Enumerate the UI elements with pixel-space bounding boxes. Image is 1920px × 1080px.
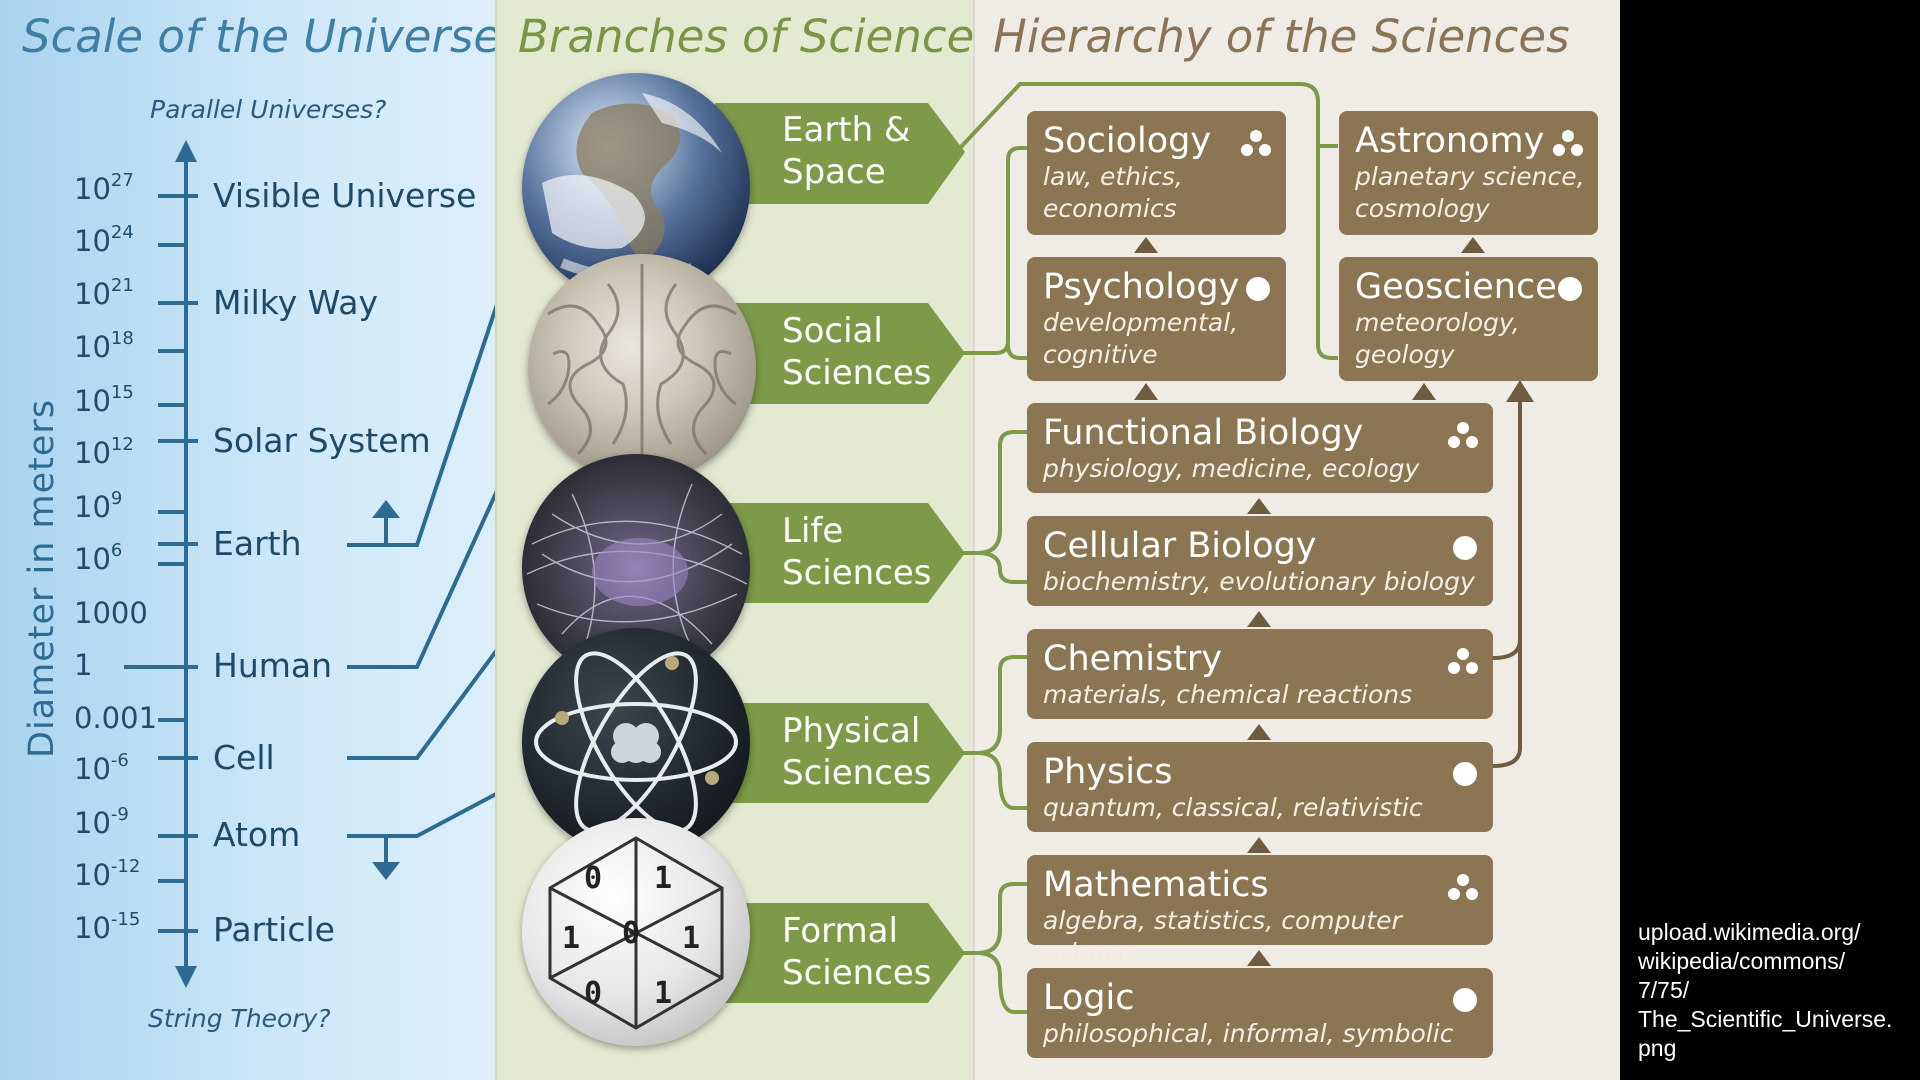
source-line: 7/75/ <box>1638 977 1690 1003</box>
tick-label: 106 <box>74 540 123 576</box>
tick-label: 1021 <box>74 275 134 311</box>
scale-object-label: Particle <box>213 910 335 949</box>
box-subtitle: philosophical, informal, symbolic <box>1043 1019 1454 1048</box>
tick-label: 10-6 <box>74 750 129 786</box>
functional-biology-box: Functional Biology physiology, medicine,… <box>1027 403 1493 493</box>
tick-label: 10-15 <box>74 909 141 945</box>
box-title: Sociology <box>1043 121 1212 161</box>
geoscience-box: Geoscience meteorology, geology <box>1339 257 1598 381</box>
box-title: Physics <box>1043 752 1173 792</box>
box-subtitle: materials, chemical reactions <box>1043 680 1413 709</box>
psychology-box: Psychology developmental, cognitive <box>1027 257 1286 381</box>
box-subtitle: biochemistry, evolutionary biology <box>1043 567 1475 596</box>
svg-text:0: 0 <box>584 976 602 1011</box>
cluster-icon <box>1241 130 1271 156</box>
box-title: Astronomy <box>1355 121 1545 161</box>
box-title: Cellular Biology <box>1043 526 1317 566</box>
chemistry-box: Chemistry materials, chemical reactions <box>1027 629 1493 719</box>
logic-box: Logic philosophical, informal, symbolic <box>1027 968 1493 1058</box>
tick-label: 1012 <box>74 434 134 470</box>
branch-arrows <box>715 103 965 1003</box>
scale-panel-title: Scale of the Universe <box>22 10 502 63</box>
scale-object-label: Atom <box>213 815 301 854</box>
scale-top-note: Parallel Universes? <box>150 95 387 124</box>
box-subtitle: cognitive <box>1043 340 1158 369</box>
branches-panel-title: Branches of Science <box>518 10 975 63</box>
svg-text:1: 1 <box>654 861 672 896</box>
box-title: Functional Biology <box>1043 413 1364 453</box>
scale-object-label: Earth <box>213 524 302 563</box>
box-subtitle: geology <box>1355 340 1455 369</box>
box-subtitle: economics <box>1043 194 1177 223</box>
source-line: png <box>1638 1035 1677 1061</box>
scale-axis <box>124 140 547 988</box>
scale-object-label: Human <box>213 646 333 685</box>
scale-object-label: Solar System <box>213 421 431 460</box>
dot-icon <box>1453 988 1477 1012</box>
sociology-box: Sociology law, ethics, economics <box>1027 111 1286 235</box>
source-line: The_Scientific_Universe. <box>1638 1006 1893 1032</box>
astronomy-box: Astronomy planetary science, cosmology <box>1339 111 1598 235</box>
source-line: upload.wikimedia.org/ <box>1638 919 1861 945</box>
svg-text:0: 0 <box>584 861 602 896</box>
source-attribution: upload.wikimedia.org/ wikipedia/commons/… <box>1638 918 1892 1063</box>
box-subtitle: meteorology, <box>1355 308 1520 337</box>
box-subtitle: cosmology <box>1355 194 1490 223</box>
box-subtitle: physiology, medicine, ecology <box>1043 454 1420 483</box>
tick-label: 10-9 <box>74 804 129 840</box>
hierarchy-connectors <box>928 82 1534 1014</box>
svg-text:1: 1 <box>654 976 672 1011</box>
tick-label: 1018 <box>74 328 134 364</box>
human-brain-image <box>528 254 756 482</box>
box-subtitle: planetary science, <box>1355 162 1585 191</box>
scale-bottom-note: String Theory? <box>148 1004 331 1033</box>
scale-object-label: Visible Universe <box>213 176 477 215</box>
scale-object-label: Cell <box>213 738 275 777</box>
box-subtitle: quantum, classical, relativistic <box>1043 793 1423 822</box>
box-title: Mathematics <box>1043 865 1269 905</box>
cluster-icon <box>1553 130 1583 156</box>
dot-icon <box>1246 277 1270 301</box>
dot-icon <box>1453 762 1477 786</box>
hierarchy-panel-title: Hierarchy of the Sciences <box>993 10 1570 63</box>
dot-icon <box>1558 277 1582 301</box>
mathematics-box: Mathematics algebra, statistics, compute… <box>1027 855 1493 967</box>
scale-object-label: Milky Way <box>213 283 379 322</box>
tick-label: 1000 <box>74 596 148 630</box>
cellular-biology-box: Cellular Biology biochemistry, evolution… <box>1027 516 1493 606</box>
box-title: Chemistry <box>1043 639 1223 679</box>
dot-icon <box>1453 536 1477 560</box>
cluster-icon <box>1448 648 1478 674</box>
tick-label: 1027 <box>74 170 134 206</box>
box-title: Psychology <box>1043 267 1240 307</box>
scale-panel <box>0 0 495 1080</box>
cluster-icon <box>1448 874 1478 900</box>
branch-label-earth-space: Earth &Space <box>782 110 911 192</box>
tick-label: 109 <box>74 488 123 524</box>
box-subtitle: developmental, <box>1043 308 1239 337</box>
cluster-icon <box>1448 422 1478 448</box>
scientific-universe-diagram: Scale of the Universe Parallel Universes… <box>0 0 1620 1080</box>
svg-text:1: 1 <box>682 921 700 956</box>
box-title: Geoscience <box>1355 267 1557 307</box>
svg-text:0: 0 <box>622 916 640 951</box>
physics-box: Physics quantum, classical, relativistic <box>1027 742 1493 832</box>
tick-label: 1024 <box>74 222 134 258</box>
tick-label: 0.001 <box>74 701 158 735</box>
tick-label: 1015 <box>74 382 134 418</box>
tick-label: 1 <box>74 648 93 682</box>
source-line: wikipedia/commons/ <box>1638 948 1846 974</box>
tick-label: 10-12 <box>74 856 141 892</box>
svg-text:1: 1 <box>562 921 580 956</box>
box-title: Logic <box>1043 978 1135 1018</box>
box-subtitle: law, ethics, <box>1043 162 1183 191</box>
box-subtitle: algebra, statistics, computer science <box>1043 906 1402 967</box>
